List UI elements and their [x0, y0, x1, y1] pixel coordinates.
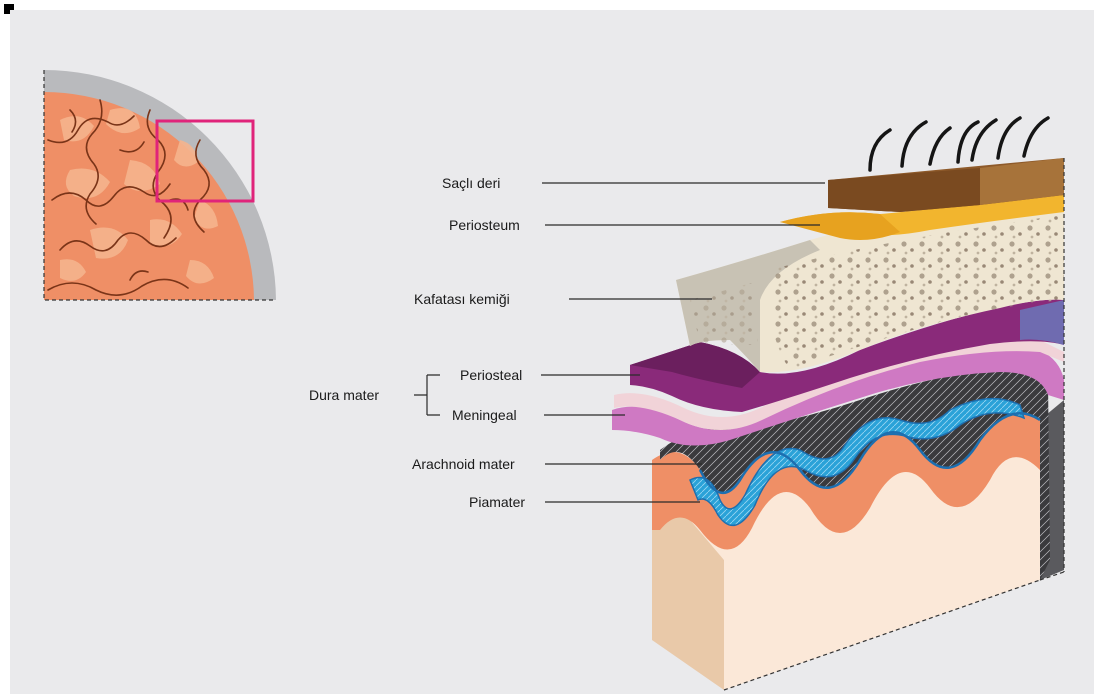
label-periosteal: Periosteal [460, 367, 522, 383]
label-skull-bone: Kafatası kemiği [414, 291, 510, 307]
label-dura-mater: Dura mater [309, 387, 379, 403]
scalp-front [828, 168, 980, 212]
periosteum-edge [780, 212, 900, 240]
meninges-cross-section [612, 118, 1064, 690]
label-scalp: Saçlı deri [442, 175, 500, 191]
brain-quadrant-thumbnail [44, 70, 276, 300]
label-meningeal: Meningeal [452, 407, 517, 423]
label-arachnoid-mater: Arachnoid mater [412, 456, 515, 472]
label-periosteum: Periosteum [449, 217, 520, 233]
label-piamater: Piamater [469, 494, 525, 510]
